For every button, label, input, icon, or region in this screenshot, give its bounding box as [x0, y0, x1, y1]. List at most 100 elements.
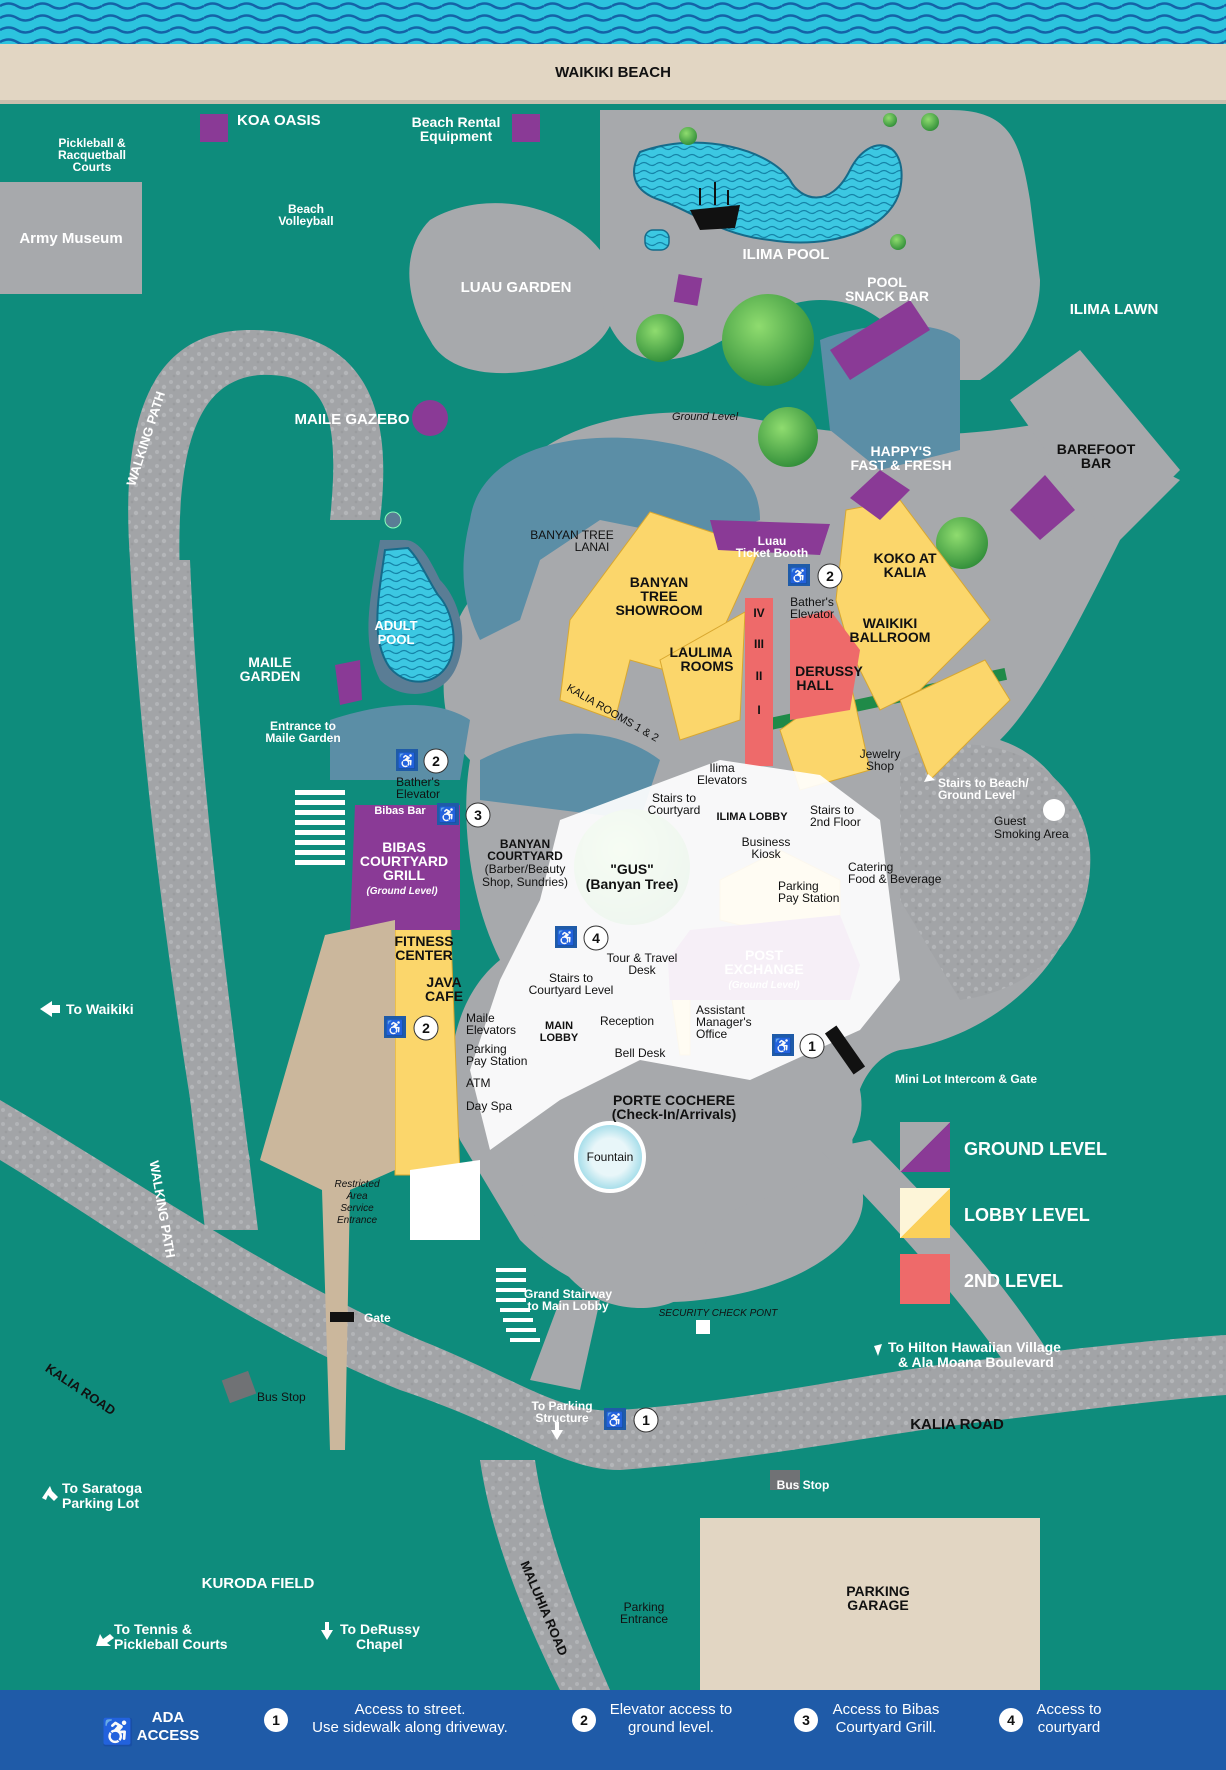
footer-bar — [0, 1690, 1226, 1770]
tennis-label-2: Pickleball Courts — [114, 1636, 228, 1652]
assistant-manager-label: Assistant — [696, 1003, 745, 1017]
barefoot-bar — [1010, 475, 1075, 540]
footer-item-3-line2: Courtyard Grill. — [836, 1719, 937, 1736]
floor-iii-label: III — [754, 637, 764, 651]
footer-item-1-line1: Access to street. — [355, 1701, 466, 1718]
footer-num-3: 3 — [802, 1712, 810, 1728]
banyan-lanai-label: BANYAN TREE — [530, 528, 614, 542]
footer-item-2-line1: Elevator access to — [610, 1701, 733, 1718]
assistant-manager-label-2: Manager's — [696, 1015, 752, 1029]
footer-num-2: 2 — [580, 1712, 588, 1728]
barefoot-label-2: BAR — [1081, 455, 1111, 471]
luau-ticket-label: Luau — [758, 534, 787, 548]
ground-level-label: Ground Level — [672, 411, 739, 423]
marker-two-north: 2 — [826, 568, 834, 584]
pool-snack-label-2: SNACK BAR — [845, 288, 929, 304]
showroom-label-2: TREE — [640, 588, 677, 604]
jewelry-shop — [899, 659, 1011, 781]
wheelchair-icon[interactable]: ♿ — [437, 803, 459, 825]
access-markers: ♿ 2 ♿ 2 ♿ 3 ♿ 4 ♿ 2 ♿ — [384, 563, 843, 1433]
banyan-courtyard-label-2: COURTYARD — [487, 849, 563, 863]
hilton-label-2: & Ala Moana Boulevard — [898, 1354, 1054, 1370]
parking-pay-label-2: Pay Station — [778, 891, 839, 905]
security-label: SECURITY CHECK PONT — [659, 1308, 779, 1319]
fountain-label: Fountain — [587, 1150, 634, 1164]
beach-rental-label: Beach Rental — [412, 114, 501, 130]
bathers-elevator-west-label-2: Elevator — [396, 787, 440, 801]
svg-text:♿: ♿ — [398, 752, 417, 770]
footer-item-2-line2: ground level. — [628, 1719, 714, 1736]
to-parking-label-2: Structure — [535, 1411, 589, 1425]
post-exchange-label: POST — [745, 947, 784, 963]
maile-gazebo — [412, 400, 448, 436]
restricted-label-3: Service — [340, 1203, 374, 1214]
restricted-label-2: Area — [345, 1191, 368, 1202]
fountain — [574, 1121, 646, 1193]
wheelchair-icon[interactable]: ♿ — [384, 1016, 406, 1038]
wheelchair-icon[interactable]: ♿ — [555, 926, 577, 948]
wheelchair-icon[interactable]: ♿ — [604, 1408, 626, 1430]
second-level-buildings — [745, 598, 860, 766]
beach-label: WAIKIKI BEACH — [555, 64, 671, 81]
banyan-courtyard-label: BANYAN — [500, 837, 550, 851]
luau-ticket-booth — [710, 520, 830, 555]
bibas-grill-label-2: COURTYARD — [360, 853, 448, 869]
showroom-label-3: SHOWROOM — [615, 602, 702, 618]
smoking-label: Guest — [994, 814, 1027, 828]
business-kiosk-label-2: Kiosk — [751, 847, 781, 861]
ballroom-label-2: BALLROOM — [850, 629, 931, 645]
koko-label: KOKO AT — [874, 550, 937, 566]
ilima-elevators-label: Ilima — [709, 761, 735, 775]
maile-garden-building — [335, 660, 362, 705]
stairs-courtyard-level-label-2: Courtyard Level — [529, 983, 614, 997]
ada-access-legend: ♿ ADA ACCESS 1 Access to street. Use sid… — [102, 1701, 1102, 1747]
wheelchair-icon[interactable]: ♿ — [788, 564, 810, 586]
marker-one-road: 1 — [642, 1412, 650, 1428]
marker-one-lobby: 1 — [808, 1038, 816, 1054]
beach-rental — [512, 114, 540, 142]
laulima-label-2: ROOMS — [681, 658, 734, 674]
catering-label: Catering — [848, 860, 893, 874]
bibas-bar-label: Bibas Bar — [374, 805, 426, 817]
koko-label-2: KALIA — [884, 564, 927, 580]
fitness-label-2: CENTER — [395, 947, 453, 963]
gus-label: "GUS" — [610, 861, 654, 877]
banyan-courtyard-label-3: (Barber/Beauty — [485, 862, 566, 876]
bus-stop-west-label: Bus Stop — [257, 1390, 306, 1404]
footer-item-3-line1: Access to Bibas — [833, 1701, 940, 1718]
stairs-courtyard-label-2: Courtyard — [648, 803, 701, 817]
svg-text:♿: ♿ — [557, 929, 576, 947]
stairs-2nd-label: Stairs to — [810, 803, 854, 817]
gates — [221, 1025, 866, 1490]
entrance-maile-label-2: Maile Garden — [265, 731, 340, 745]
ilima-tower-floors — [745, 598, 773, 766]
parking-pay-west-label-2: Pay Station — [466, 1054, 527, 1068]
bus-stop-west — [221, 1370, 257, 1404]
floor-ii-label: II — [756, 669, 763, 683]
main-lobby-label: MAIN — [545, 1020, 573, 1032]
tour-desk-label: Tour & Travel — [607, 951, 678, 965]
bathers-elevator-label: Bather's — [790, 595, 834, 609]
wheelchair-icon[interactable]: ♿ — [396, 749, 418, 771]
footer-item-4-line2: courtyard — [1038, 1719, 1101, 1736]
marker-two-west: 2 — [432, 753, 440, 769]
bathers-elevator-label-2: Elevator — [790, 607, 834, 621]
parking-pay-label: Parking — [778, 879, 819, 893]
access-label: ACCESS — [137, 1727, 200, 1744]
legend-ground-label: GROUND LEVEL — [964, 1139, 1107, 1159]
barefoot-label: BAREFOOT — [1057, 441, 1136, 457]
svg-text:♿: ♿ — [386, 1019, 405, 1037]
adult-pool — [376, 546, 455, 683]
floor-i-label: I — [757, 703, 760, 717]
smoking-area-marker — [1043, 799, 1065, 821]
parking-pay-west-label: Parking — [466, 1042, 507, 1056]
saratoga-label-2: Parking Lot — [62, 1495, 139, 1511]
ilima-elevators-label-2: Elevators — [697, 773, 747, 787]
porte-cochere-label-2: (Check-In/Arrivals) — [612, 1106, 736, 1122]
ada-label: ADA — [152, 1709, 185, 1726]
wheelchair-icon[interactable]: ♿ — [772, 1034, 794, 1056]
pickleball-label-2: Racquetball — [58, 148, 126, 162]
svg-text:♿: ♿ — [774, 1037, 793, 1055]
adult-pool-label: ADULT — [374, 618, 417, 633]
